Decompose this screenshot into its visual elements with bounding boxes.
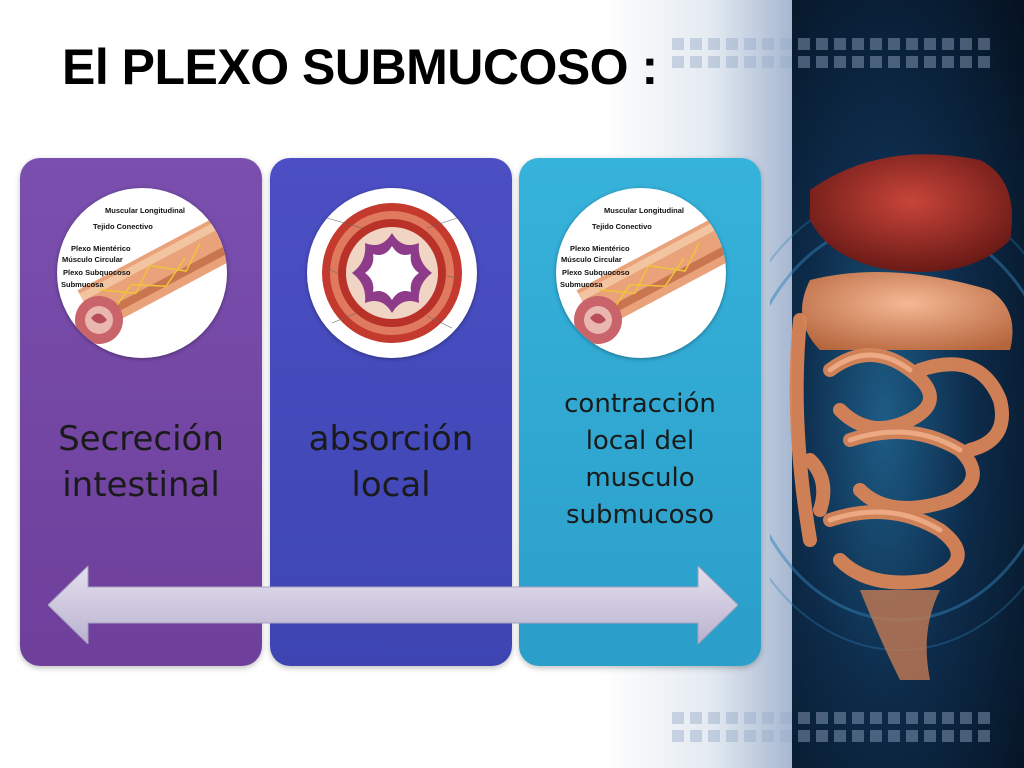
panel-text-line: submucoso (566, 500, 714, 530)
panel-contraccion-local: Muscular Longitudinal Tejido Conectivo P… (519, 158, 761, 666)
image-label: Plexo Mientérico (71, 244, 131, 253)
image-label: Tejido Conectivo (592, 222, 652, 231)
double-arrow-icon (48, 566, 738, 644)
panel-text-line: local (351, 465, 431, 505)
intestine-layers-illustration: Muscular Longitudinal Tejido Conectivo P… (556, 188, 726, 358)
digestive-organs-illustration (770, 154, 1024, 680)
image-label: Muscular Longitudinal (604, 206, 684, 215)
image-label: Plexo Subquocoso (562, 268, 630, 277)
panel-absorcion-local: absorción local (270, 158, 512, 666)
image-label: Muscular Longitudinal (105, 206, 185, 215)
image-label: Plexo Mientérico (570, 244, 630, 253)
panel-text-line: local del (585, 426, 695, 456)
slide-title: El PLEXO SUBMUCOSO : (62, 39, 658, 95)
panel-secrecion-intestinal: Muscular Longitudinal Tejido Conectivo P… (20, 158, 262, 666)
panel-text-line: contracción (564, 389, 716, 419)
decorative-tiles-bottom-2 (672, 730, 990, 742)
panel-text: absorción local (270, 416, 512, 508)
panel-text-line: musculo (585, 463, 695, 493)
decorative-tiles-top (672, 38, 990, 50)
panel-text: Secreción intestinal (20, 416, 262, 508)
decorative-tiles-top-2 (672, 56, 990, 68)
image-label: Plexo Subquocoso (63, 268, 131, 277)
panel-text: contracción local del musculo submucoso (519, 386, 761, 534)
image-label: Músculo Circular (62, 255, 123, 264)
panel-text-line: intestinal (62, 465, 220, 505)
image-label: Submucosa (560, 280, 603, 289)
panel-text-line: Secreción (58, 419, 224, 459)
decorative-tiles-bottom (672, 712, 990, 724)
panel-text-line: absorción (308, 419, 474, 459)
intestine-cross-section-illustration (307, 188, 477, 358)
image-label: Tejido Conectivo (93, 222, 153, 231)
image-label: Submucosa (61, 280, 104, 289)
intestine-layers-illustration: Muscular Longitudinal Tejido Conectivo P… (57, 188, 227, 358)
image-label: Músculo Circular (561, 255, 622, 264)
